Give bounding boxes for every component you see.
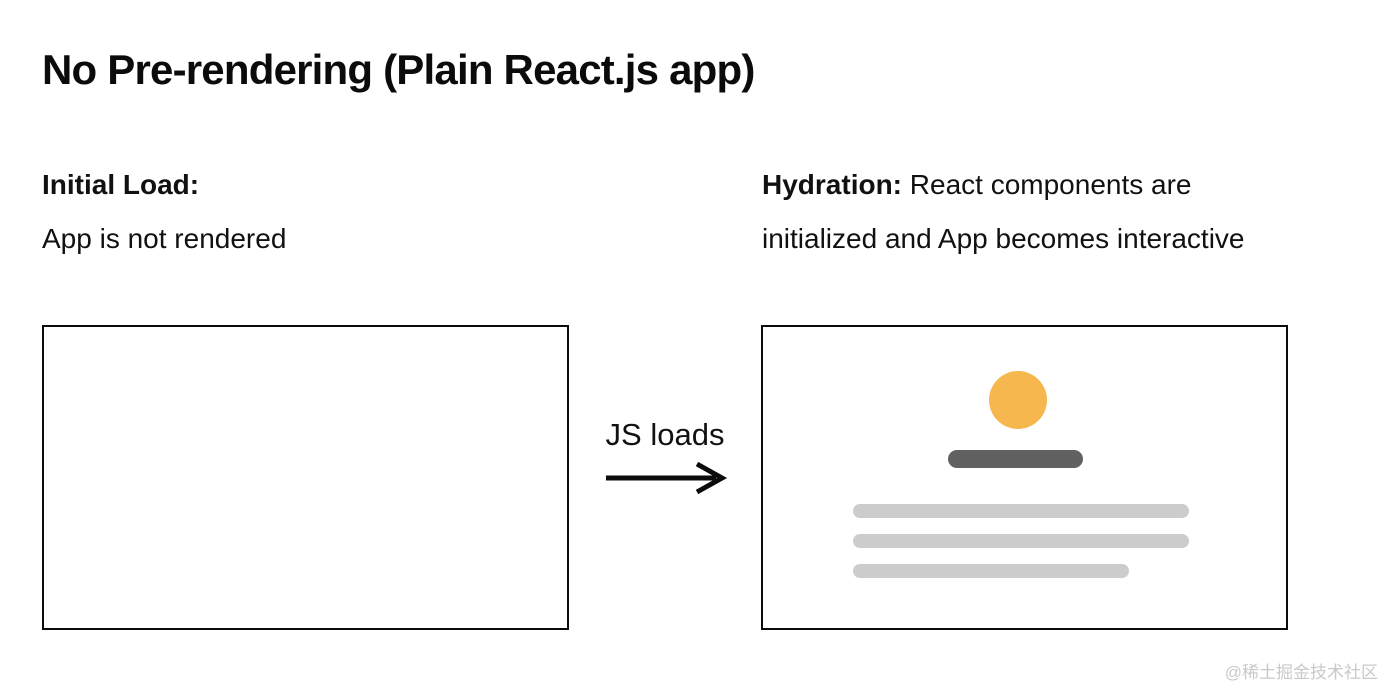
- text-skeleton-line: [853, 564, 1129, 578]
- avatar-circle: [989, 371, 1047, 429]
- text-skeleton-line: [853, 534, 1189, 548]
- initial-load-heading: Initial Load:: [42, 169, 200, 200]
- arrow-right-icon: [606, 461, 728, 495]
- initial-load-label: Initial Load: App is not rendered: [42, 158, 286, 266]
- text-skeleton-line: [853, 504, 1189, 518]
- hydration-description-part1: React components are: [909, 169, 1192, 200]
- heading-skeleton-bar: [948, 450, 1083, 468]
- hydration-text-line1: Hydration: React components are: [762, 158, 1372, 212]
- transition-label: JS loads: [605, 417, 725, 452]
- hydration-heading: Hydration:: [762, 169, 902, 200]
- initial-load-box: [42, 325, 569, 630]
- hydration-label: Hydration: React components are initiali…: [762, 158, 1372, 266]
- watermark: @稀土掘金技术社区: [1224, 663, 1378, 682]
- page-title: No Pre-rendering (Plain React.js app): [42, 46, 755, 93]
- hydration-description-part2: initialized and App becomes interactive: [762, 223, 1245, 254]
- hydrated-app-box: [761, 325, 1288, 630]
- initial-load-description: App is not rendered: [42, 223, 287, 254]
